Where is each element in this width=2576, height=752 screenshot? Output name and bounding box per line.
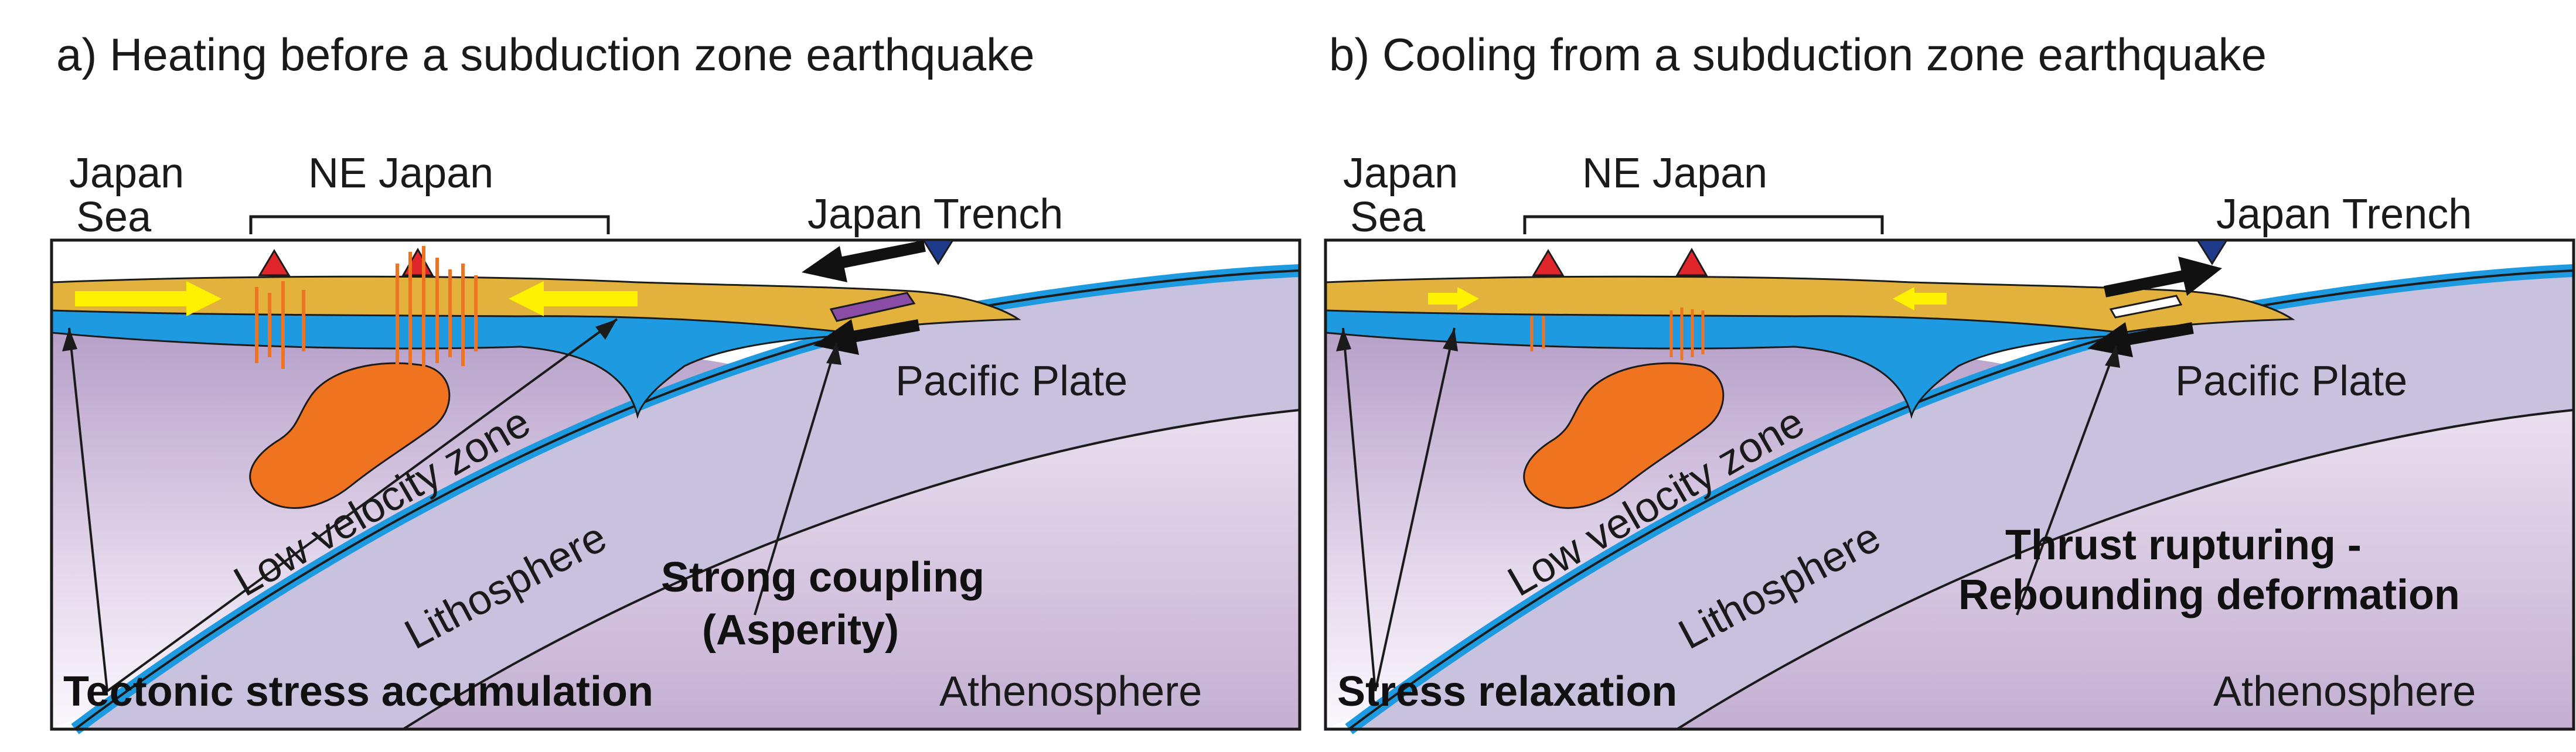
compression-arrows (1428, 287, 1947, 310)
pacific-plate-label: Pacific Plate (895, 358, 1127, 405)
japan-trench-label: Japan Trench (807, 191, 1063, 238)
japan-sea-label-line1: Japan (1343, 150, 1458, 197)
heating-streaks (255, 246, 478, 381)
japan-trench-label: Japan Trench (2216, 191, 2472, 238)
panel-b: Japan Sea NE Japan Japan Trench Pacific … (1326, 150, 2574, 729)
panel-b-title: b) Cooling from a subduction zone earthq… (1329, 29, 2267, 80)
athenosphere-label: Athenosphere (2213, 668, 2476, 715)
strong-coupling-label: Strong coupling (661, 554, 984, 601)
shear-arrows (802, 240, 926, 355)
ne-japan-label: NE Japan (1582, 150, 1767, 197)
ne-japan-label: NE Japan (308, 150, 493, 197)
japan-sea-label-line2: Sea (76, 194, 152, 241)
japan-sea-label-line1: Japan (69, 150, 184, 197)
athenosphere-label: Athenosphere (939, 668, 1202, 715)
panel-a-title: a) Heating before a subduction zone eart… (56, 29, 1035, 80)
compression-arrows (75, 281, 638, 316)
asperity-patch (829, 292, 916, 322)
tectonic-stress-label: Tectonic stress accumulation (63, 668, 653, 715)
japan-sea-label-line2: Sea (1350, 194, 1426, 241)
thrust-rupturing-label: Thrust rupturing - (2005, 522, 2362, 569)
rebounding-deformation-label: Rebounding deformation (1958, 572, 2460, 618)
ruptured-asperity (2109, 295, 2183, 319)
stress-relaxation-label: Stress relaxation (1337, 668, 1677, 715)
rebound-arrows (2087, 257, 2222, 357)
panel-a: Japan Sea NE Japan Japan Trench Pacific … (52, 150, 1300, 729)
heating-streaks (1530, 307, 1705, 360)
pacific-plate-label: Pacific Plate (2175, 358, 2407, 405)
asperity-label: (Asperity) (702, 607, 899, 654)
